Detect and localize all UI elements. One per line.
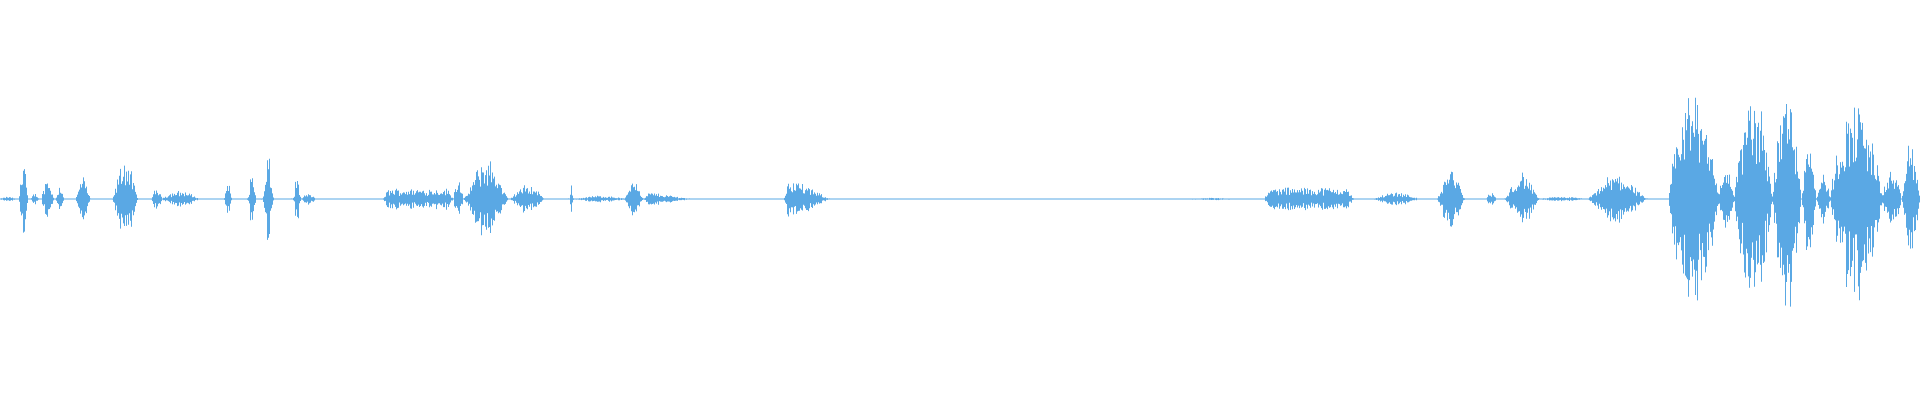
waveform-segment (1801, 153, 1817, 250)
waveform-segment (1901, 145, 1920, 249)
waveform-segment (75, 177, 91, 220)
waveform-segment (1586, 176, 1648, 223)
waveform-segment (463, 161, 509, 236)
waveform-segment (1669, 97, 1719, 301)
waveform-segment (55, 187, 64, 209)
waveform-segment (41, 183, 54, 217)
waveform-segment (624, 183, 644, 216)
waveform-segment (245, 178, 258, 221)
waveform-segment (576, 195, 625, 203)
waveform-segment (382, 188, 454, 210)
waveform-segment (1374, 192, 1417, 206)
waveform-segment (510, 185, 544, 213)
waveform-segment (1486, 193, 1496, 205)
waveform-segment (0, 196, 16, 201)
waveform-segment (1773, 104, 1801, 307)
waveform-segment (1816, 174, 1830, 224)
waveform-segment (783, 183, 830, 217)
waveform-segment (1437, 171, 1465, 227)
waveform-segment (1718, 174, 1734, 228)
waveform-segment (643, 193, 692, 205)
waveform-segment (1734, 106, 1773, 288)
waveform-segment (222, 185, 233, 213)
waveform-segment (568, 185, 575, 212)
waveform-segment (1504, 172, 1540, 223)
waveform-segment (453, 182, 463, 214)
waveform-segment (1263, 187, 1354, 211)
waveform-segment (151, 190, 162, 209)
waveform-segment (17, 169, 29, 233)
waveform-segment (1192, 197, 1235, 201)
waveform-segment (261, 158, 275, 240)
waveform-segment (1830, 107, 1882, 301)
waveform-segment (291, 181, 302, 219)
waveform-segment (112, 165, 139, 229)
waveform-bars (0, 97, 1920, 307)
waveform-segment (161, 191, 198, 207)
waveform-segment (1881, 171, 1901, 223)
waveform-segment (1539, 197, 1585, 202)
waveform-segment (30, 194, 39, 205)
waveform-segment (301, 194, 315, 205)
